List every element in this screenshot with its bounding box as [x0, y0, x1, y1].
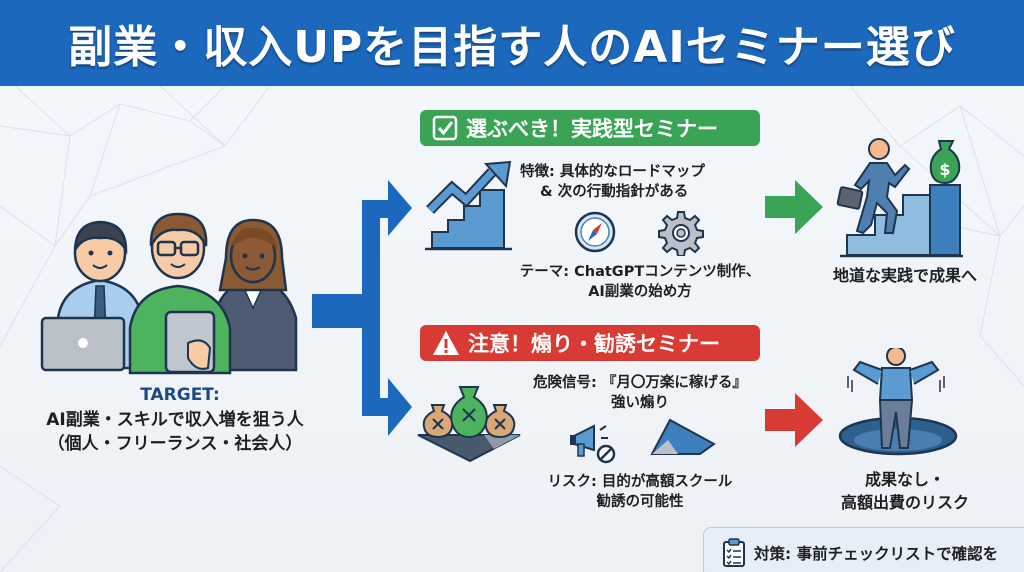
businesswoman-icon: [211, 218, 298, 372]
warning-seminar-banner: 注意！煽り・勧誘セミナー: [420, 325, 760, 361]
compass-icon: [574, 211, 616, 253]
climbing-success-illustration: $: [836, 138, 963, 258]
red-arrow-icon: [765, 393, 823, 447]
theme-line-1: テーマ: ChatGPTコンテンツ制作、: [519, 264, 761, 280]
falling-into-hole-illustration: [838, 348, 958, 456]
feature-line-1: 特徴: 具体的なロードマップ: [520, 164, 705, 180]
feature-text: 特徴: 具体的なロードマップ & 次の行動指針がある: [520, 162, 750, 202]
danger-signal-line-1: 危険信号: 『月〇万楽に稼げる』: [533, 375, 747, 391]
header-banner: 副業・収入UPを目指す人のAIセミナー選び: [0, 0, 1024, 86]
feature-line-2: & 次の行動指針がある: [540, 184, 689, 200]
warning-icon: [433, 331, 459, 355]
businessman-with-laptop-icon: [40, 220, 144, 372]
background-network-pattern: [0, 86, 1024, 572]
theme-line-2: AI副業の始め方: [588, 284, 692, 300]
target-description: AI副業・スキルで収入増を狙う人 （個人・フリーランス・社会人）: [10, 408, 340, 456]
risk-line-2: 勧誘の可能性: [596, 494, 684, 510]
risk-line-1: リスク: 目的が高額スクール: [547, 474, 733, 490]
page-title: 副業・収入UPを目指す人のAIセミナー選び: [68, 22, 956, 73]
target-line-1: AI副業・スキルで収入増を狙う人: [46, 410, 304, 430]
risk-text: リスク: 目的が高額スクール 勧誘の可能性: [520, 472, 760, 512]
countermeasure-box: 対策: 事前チェックリストで確認を: [703, 527, 1024, 572]
checkbox-icon: [432, 115, 458, 141]
money-bags-falling-icon: [417, 386, 521, 463]
bad-result-line-1: 成果なし・: [864, 470, 945, 489]
recommended-seminar-title: 選ぶべき！実践型セミナー: [466, 117, 718, 141]
target-line-2: （個人・フリーランス・社会人）: [47, 434, 303, 454]
branch-arrow-icon: [312, 180, 412, 436]
man-with-tablet-icon: [128, 212, 232, 375]
warning-seminar-title: 注意！煽り・勧誘セミナー: [468, 332, 720, 356]
target-label: TARGET:: [140, 385, 220, 405]
svg-text:$: $: [939, 160, 950, 179]
recommended-seminar-banner: 選ぶべき！実践型セミナー: [420, 110, 760, 146]
good-result-text: 地道な実践で成果へ: [832, 266, 977, 285]
growth-stairs-icon: [425, 160, 512, 251]
danger-signal-text: 危険信号: 『月〇万楽に稼げる』 強い煽り: [520, 373, 760, 413]
target-people-illustration: [40, 212, 298, 375]
gear-icon: [658, 211, 704, 256]
green-arrow-icon: [765, 180, 823, 234]
danger-signal-line-2: 強い煽り: [611, 395, 669, 411]
clipboard-checklist-icon: [723, 538, 745, 567]
countermeasure-text: 対策: 事前チェックリストで確認を: [754, 545, 999, 563]
bad-result-text: 成果なし・ 高額出費のリスク: [800, 468, 1010, 514]
bad-result-line-2: 高額出費のリスク: [840, 493, 969, 512]
megaphone-prohibited-icon: [570, 424, 616, 464]
theme-text: テーマ: ChatGPTコンテンツ制作、 AI副業の始め方: [510, 262, 770, 302]
closed-laptop-icon: [650, 418, 716, 455]
